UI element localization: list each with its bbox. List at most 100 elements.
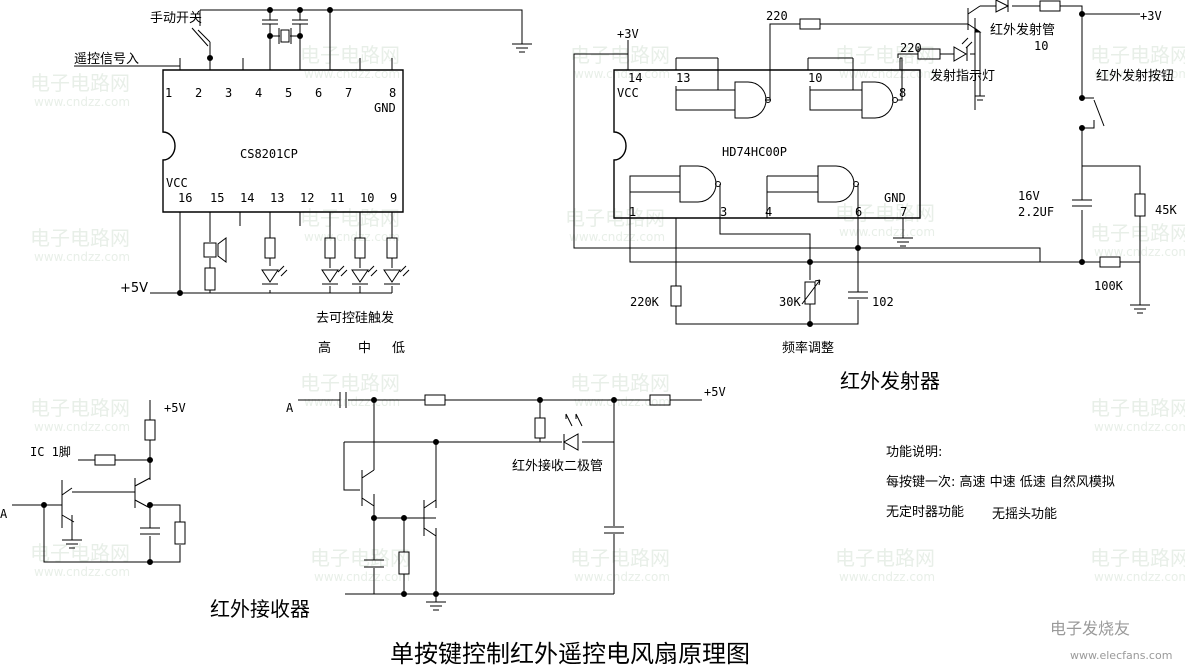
capacitor-symbol (339, 392, 347, 408)
crystal-symbol (280, 29, 290, 43)
cap-voltage-label: 16V (1018, 189, 1040, 203)
watermark-text: 电子电路网 (1090, 43, 1185, 67)
ir-transistor-symbol (967, 5, 981, 33)
junction-dot (401, 515, 407, 521)
junction-dot (807, 259, 813, 265)
junction-dot (371, 397, 377, 403)
pot-30k-label: 30K (779, 295, 801, 309)
watermark-url: www.cndzz.com (34, 420, 130, 434)
ic-cs8201-gnd: GND (374, 101, 396, 115)
watermark-layer: 电子电路网 www.cndzz.com 电子电路网 www.cndzz.com … (30, 43, 1185, 584)
watermark-text: 电子电路网 (300, 43, 400, 67)
watermark-url: www.cndzz.com (34, 250, 130, 264)
pin-number: 4 (255, 86, 262, 100)
push-button-symbol (1082, 97, 1095, 129)
pin-number: 13 (676, 71, 690, 85)
speed-mid-label: 中 (358, 341, 371, 356)
watermark-text: 电子电路网 (30, 226, 130, 250)
notes-line2b: 无摇头功能 (992, 507, 1057, 522)
notes-heading: 功能说明: (886, 445, 942, 460)
ic-cs8201-vcc: VCC (166, 176, 188, 190)
potentiometer-symbol (804, 281, 816, 305)
resistor-symbol (670, 285, 682, 307)
transmitter-supply-right: +3V (1140, 9, 1162, 23)
pin-number: 8 (899, 86, 906, 100)
buzzer-icon (217, 237, 227, 263)
buzzer-body (203, 242, 217, 258)
speed-high-label: 高 (318, 340, 331, 356)
capacitor-symbol (364, 559, 384, 568)
ic-cs8201-name: CS8201CP (240, 147, 298, 161)
resistor-10-label: 10 (1034, 39, 1048, 53)
watermark-text: 电子电路网 (30, 71, 130, 95)
logo-url: www.elecfans.com (1070, 649, 1172, 662)
pin-number: 4 (765, 205, 772, 219)
pin-number: 11 (330, 191, 344, 205)
receiver-node-a: A (286, 401, 294, 415)
junction-dot (855, 245, 861, 251)
ground-symbol (62, 539, 82, 549)
watermark-text: 电子电路网 (30, 541, 130, 565)
logo-text: 电子发烧友 (1050, 619, 1130, 638)
resistor-symbol (917, 48, 941, 60)
resistor-symbol (424, 394, 446, 406)
potentiometer-arrow (801, 279, 821, 305)
watermark-text: 电子电路网 (835, 201, 935, 225)
watermark-text: 电子电路网 (570, 546, 670, 570)
resistor-symbol (94, 454, 116, 466)
watermark-text: 电子电路网 (1090, 221, 1185, 245)
junction-dot (327, 7, 333, 13)
receiver-title: 红外接收器 (210, 597, 310, 621)
resistor-symbol (398, 551, 410, 575)
capacitor-symbol (848, 291, 868, 299)
watermark-text: 电子电路网 (300, 371, 400, 395)
wires (573, 40, 1041, 325)
pin-number: 1 (629, 205, 636, 219)
junction-dot (147, 559, 153, 565)
capacitor-symbol (262, 16, 308, 25)
emitter-arrow (974, 28, 982, 33)
controller-circuit: CS8201CP VCC GND 1 2 3 4 5 6 7 8 16 15 1… (74, 7, 532, 356)
junction-dot (807, 321, 813, 327)
watermark-url: www.cndzz.com (304, 230, 400, 244)
pin-number: 3 (720, 205, 727, 219)
junction-dot (433, 591, 439, 597)
pin-number: 3 (225, 86, 232, 100)
interface-supply-label: +5V (164, 401, 186, 415)
watermark-text: 电子电路网 (300, 206, 400, 230)
wires (975, 5, 1140, 101)
resistor-symbol (354, 237, 366, 259)
ic-hd74-name: HD74HC00P (722, 145, 787, 159)
pin-number: 12 (300, 191, 314, 205)
pin-number: 6 (855, 205, 862, 219)
pin-number: 7 (900, 205, 907, 219)
notes-line1: 每按键一次: 高速 中速 低速 自然风模拟 (886, 474, 1115, 490)
indicator-led-symbol (953, 37, 973, 62)
transistor-symbol (61, 482, 75, 528)
interface-node-a: A (0, 507, 8, 521)
remote-input-wire (74, 58, 181, 67)
ir-diode-label: 红外接收二极管 (512, 458, 603, 474)
junction-dot (1079, 259, 1085, 265)
receiver-supply-label: +5V (704, 385, 726, 399)
pin-number: 7 (345, 86, 352, 100)
watermark-text: 电子电路网 (1090, 396, 1185, 420)
junction-dot (371, 515, 377, 521)
resistor-symbol (799, 18, 821, 30)
watermark-url: www.cndzz.com (34, 95, 130, 109)
watermark-url: www.cndzz.com (1094, 570, 1185, 584)
transistor-symbol (134, 477, 151, 509)
junction-dot (297, 33, 303, 39)
watermark-text: 电子电路网 (30, 396, 130, 420)
junction-dot (147, 457, 153, 463)
pin-number: 14 (628, 71, 642, 85)
interface-circuit: +5V IC 1脚 A (0, 400, 186, 565)
pin-number: 16 (178, 191, 192, 205)
junction-dot (611, 397, 617, 403)
resistor-symbol (174, 521, 186, 545)
nand-gate (817, 165, 855, 203)
junction-dot (297, 7, 303, 13)
cap-102-label: 102 (872, 295, 894, 309)
ir-led-symbol (995, 0, 1010, 13)
junction-dot (401, 591, 407, 597)
